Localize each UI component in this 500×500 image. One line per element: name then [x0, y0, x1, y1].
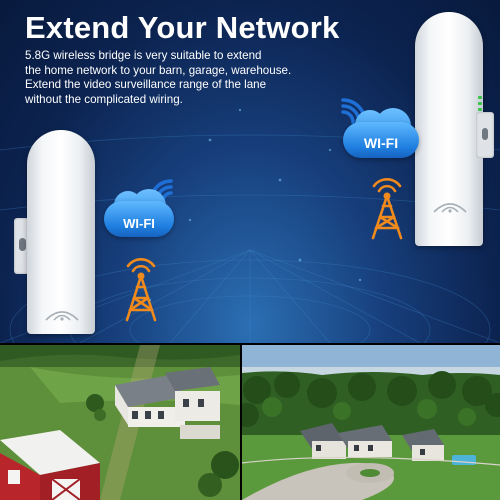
- description-line: the home network to your barn, garage, w…: [25, 63, 292, 77]
- mounting-bracket: [476, 112, 494, 158]
- wifi-cloud-icon: WI-FI: [341, 96, 419, 158]
- cloud-shape: [343, 122, 419, 158]
- farm-scene: [0, 345, 240, 500]
- description-line: 5.8G wireless bridge is very suitable to…: [25, 49, 262, 62]
- signal-tower-icon: [125, 258, 157, 322]
- led-indicator: [478, 102, 482, 105]
- wifi-label: WI-FI: [363, 135, 399, 151]
- cloud-shape: [104, 201, 174, 237]
- page-title: Extend Your Network: [25, 10, 340, 45]
- brand-logo-icon: [45, 311, 79, 321]
- bracket-hole: [482, 128, 488, 140]
- description-line: Extend the video surveillance range of t…: [25, 78, 267, 91]
- house-scene: [242, 345, 500, 500]
- wifi-cloud-icon: WI-FI: [104, 177, 174, 237]
- photo-house-aerial: [242, 345, 500, 500]
- led-indicator: [478, 108, 482, 111]
- wifi-label: WI-FI: [123, 216, 155, 231]
- bracket-hole: [19, 238, 26, 251]
- led-indicator: [478, 96, 482, 99]
- signal-tower-icon: [371, 178, 403, 240]
- description-line: without the complicated wiring.: [25, 92, 183, 106]
- photo-farm-aerial: [0, 345, 240, 500]
- wireless-bridge-device-left: [14, 130, 99, 335]
- device-body: [27, 130, 95, 334]
- brand-logo-icon: [433, 203, 467, 213]
- hero-section: Extend Your Network 5.8G wireless bridge…: [0, 0, 500, 343]
- wireless-bridge-device-right: [412, 12, 497, 248]
- description: 5.8G wireless bridge is very suitable to…: [25, 49, 325, 107]
